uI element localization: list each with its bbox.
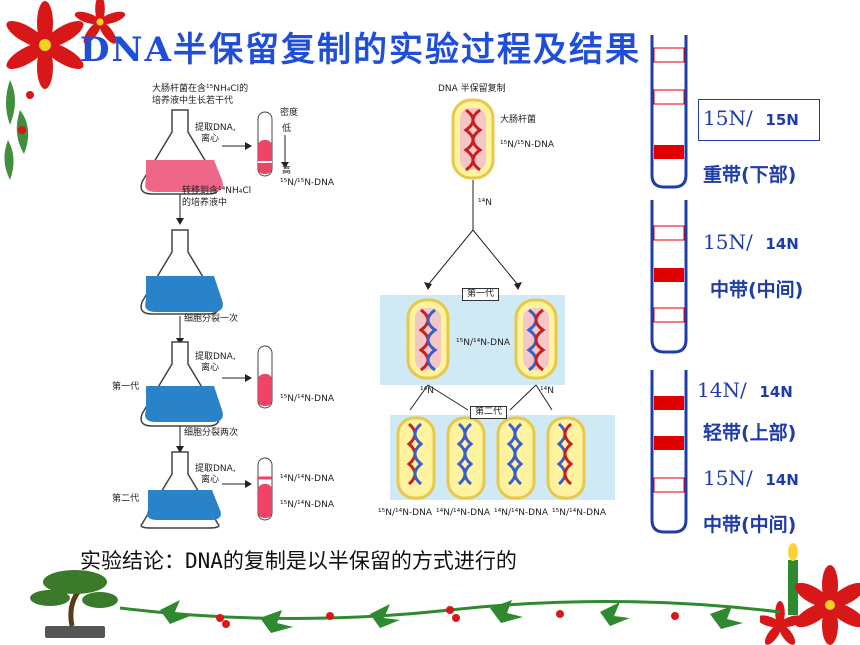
gen2-label-left: 第二代 [112,494,140,504]
tube3-iso-a1: 14N/ [697,378,747,402]
page-title: DNA半保留复制的实验过程及结果 [80,30,641,70]
parent-dna-label: ¹⁵N/¹⁵N-DNA [500,140,554,150]
gen1-box-label: 第一代 [462,288,500,301]
top-note-1: 大肠杆菌在含¹⁵NH₄Cl的 [152,84,249,94]
divide-twice-label: 细胞分裂两次 [184,428,239,438]
density-label: 密度 [280,108,299,118]
bottom-label-4: ¹⁵N/¹⁴N-DNA [552,508,606,518]
holly-garland-decoration [120,599,780,633]
tube3-label-1: 轻带(上部) [703,422,797,444]
tube2-iso-b: 14N [765,235,799,253]
extract-label-3b: 离心 [201,475,220,485]
tube3-label-2: 中带(中间) [703,514,797,536]
extract-label-1b: 离心 [201,134,220,144]
extract-label-2: 提取DNA, [195,352,236,362]
tube1-iso-a: 15N/ [703,106,753,130]
replication-heading: DNA 半保留复制 [438,84,506,94]
tube1-label: 重带(下部) [703,164,797,186]
n14-label-a: ¹⁴N [478,198,492,208]
candle-poinsettia-decoration [760,543,860,645]
bottom-label-1: ¹⁵N/¹⁴N-DNA [378,508,432,518]
middle-replication-diagram [380,98,615,500]
centrifuge-tubes [650,35,688,534]
extract-label-3: 提取DNA, [195,464,236,474]
transfer-note-2: 的培养液中 [182,198,228,208]
divide-once-label: 细胞分裂一次 [184,314,239,324]
band-label-3b: ¹⁵N/¹⁴N-DNA [280,500,334,510]
tube3-iso-b1: 14N [759,383,793,401]
tube2-isotope: 15N/ 14N [703,230,799,254]
tube2-label: 中带(中间) [710,279,804,301]
band-label-1: ¹⁵N/¹⁵N-DNA [280,178,334,188]
tube3-isotope-1: 14N/ 14N [697,378,793,402]
ecoli-label: 大肠杆菌 [500,115,537,125]
bottom-label-2: ¹⁴N/¹⁴N-DNA [436,508,490,518]
gen1-label-left: 第一代 [112,382,140,392]
poinsettia-decoration-top-left [4,0,126,180]
n14-label-b: ¹⁴N [420,386,434,396]
bonsai-tree-icon [30,570,118,638]
transfer-note-1: 转移到含¹⁴NH₄Cl [182,186,252,196]
tube1-iso-b: 15N [765,111,799,129]
tube3-iso-a2: 15N/ [703,466,753,490]
tube3-isotope-2: 15N/ 14N [703,466,799,490]
tube1-isotope: 15N/ 15N [703,106,799,130]
hybrid-dna-label: ¹⁵N/¹⁴N-DNA [456,338,510,348]
density-low: 低 [282,124,292,134]
n14-label-c: ¹⁴N [540,386,554,396]
tube2-iso-a: 15N/ [703,230,753,254]
tube1-isotope-box [698,99,820,141]
extract-label-2b: 离心 [201,363,220,373]
conclusion-text: 实验结论：DNA的复制是以半保留的方式进行的 [80,549,517,573]
gen2-box-label: 第二代 [470,406,508,419]
density-high: 高 [282,166,292,176]
band-label-2: ¹⁵N/¹⁴N-DNA [280,394,334,404]
bottom-label-3: ¹⁴N/¹⁴N-DNA [494,508,548,518]
top-note-2: 培养液中生长若干代 [152,96,234,106]
extract-label-1: 提取DNA, [195,123,236,133]
band-label-3a: ¹⁴N/¹⁴N-DNA [280,474,334,484]
left-flask-diagram [140,109,289,529]
tube3-iso-b2: 14N [765,471,799,489]
